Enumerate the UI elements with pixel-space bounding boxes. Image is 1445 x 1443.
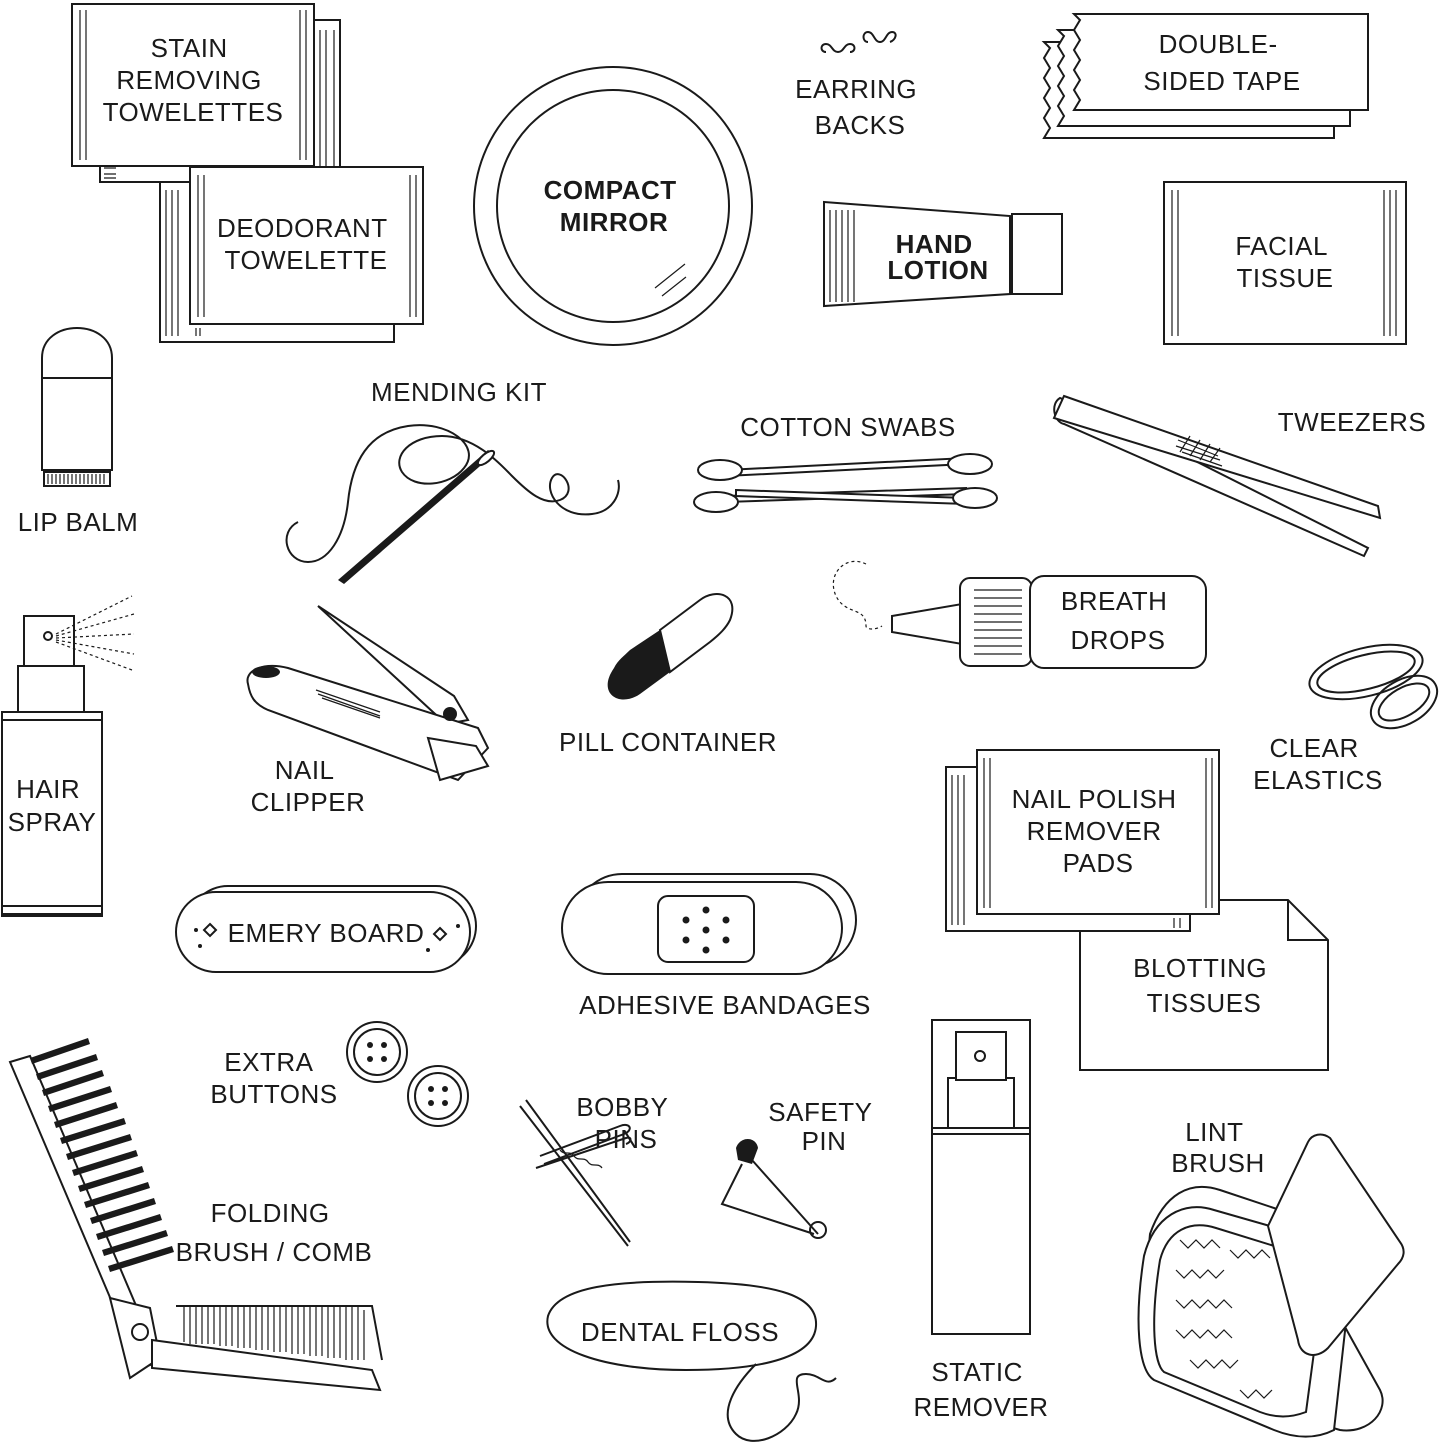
pill-container-label: PILL CONTAINER — [559, 727, 777, 757]
extra-buttons-label: EXTRA BUTTONS — [210, 1047, 337, 1109]
adhesive-bandages-icon — [561, 873, 857, 975]
breath-drops-icon — [832, 560, 1207, 669]
folding-brush-label: FOLDING BRUSH / COMB — [176, 1198, 373, 1267]
clear-elastics-icon — [1308, 643, 1439, 730]
compact-mirror-label: COMPACT MIRROR — [544, 175, 685, 237]
double-sided-tape-icon — [1041, 13, 1369, 139]
tweezers-label: TWEEZERS — [1278, 407, 1426, 437]
double-sided-tape-label: DOUBLE- SIDED TAPE — [1143, 29, 1300, 96]
safety-pin-icon — [720, 1139, 827, 1239]
static-remover-label: STATIC REMOVER — [914, 1357, 1049, 1422]
earring-backs-label: EARRING BACKS — [795, 74, 925, 140]
static-remover-icon — [931, 1019, 1031, 1335]
pill-container-icon — [607, 593, 734, 700]
extra-buttons-icon — [346, 1021, 469, 1127]
folding-brush-icon — [8, 1038, 383, 1392]
dental-floss-label: DENTAL FLOSS — [581, 1317, 779, 1347]
earring-backs-icon — [820, 30, 897, 54]
mending-kit-label: MENDING KIT — [371, 377, 547, 407]
bobby-pins-label: BOBBY PINS — [576, 1092, 675, 1154]
cotton-swabs-label: COTTON SWABS — [740, 412, 955, 442]
adhesive-bandages-label: ADHESIVE BANDAGES — [579, 990, 871, 1020]
deodorant-towelette-label: DEODORANT TOWELETTE — [217, 213, 395, 275]
hair-spray-label: HAIR SPRAY — [8, 774, 97, 837]
lint-brush-icon — [1137, 1133, 1405, 1438]
clear-elastics-label: CLEAR ELASTICS — [1253, 733, 1383, 795]
mending-kit-icon — [285, 424, 620, 584]
dental-floss-icon — [546, 1280, 837, 1442]
bobby-pins-icon — [519, 1099, 632, 1247]
hand-lotion-icon — [823, 200, 1063, 308]
stain-towelettes-icon — [71, 3, 341, 183]
emery-board-label: EMERY BOARD — [228, 918, 425, 948]
deodorant-towelette-icon — [159, 166, 424, 343]
safety-pin-label: SAFETY PIN — [768, 1097, 879, 1156]
hand-lotion-label: HAND LOTION — [887, 229, 988, 285]
facial-tissue-label: FACIAL TISSUE — [1235, 231, 1334, 293]
nail-polish-pads-label: NAIL POLISH REMOVER PADS — [1012, 784, 1185, 878]
blotting-tissues-icon — [1079, 899, 1329, 1071]
emery-board-icon — [175, 885, 477, 973]
lip-balm-icon — [41, 327, 113, 487]
lint-brush-label: LINT BRUSH — [1171, 1117, 1265, 1178]
lip-balm-label: LIP BALM — [18, 507, 139, 537]
compact-mirror-icon — [473, 66, 753, 346]
facial-tissue-icon — [1163, 181, 1407, 345]
cotton-swabs-icon — [693, 453, 998, 513]
breath-drops-label: BREATH DROPS — [1061, 586, 1175, 655]
nail-polish-pads-icon — [945, 749, 1220, 932]
blotting-tissues-label: BLOTTING TISSUES — [1133, 953, 1275, 1018]
hair-spray-icon — [1, 595, 135, 917]
nail-clipper-label: NAIL CLIPPER — [251, 755, 366, 817]
nail-clipper-icon — [246, 605, 490, 782]
stain-towelettes-label: STAIN REMOVING TOWELETTES — [103, 33, 284, 127]
tweezers-icon — [1052, 394, 1382, 558]
